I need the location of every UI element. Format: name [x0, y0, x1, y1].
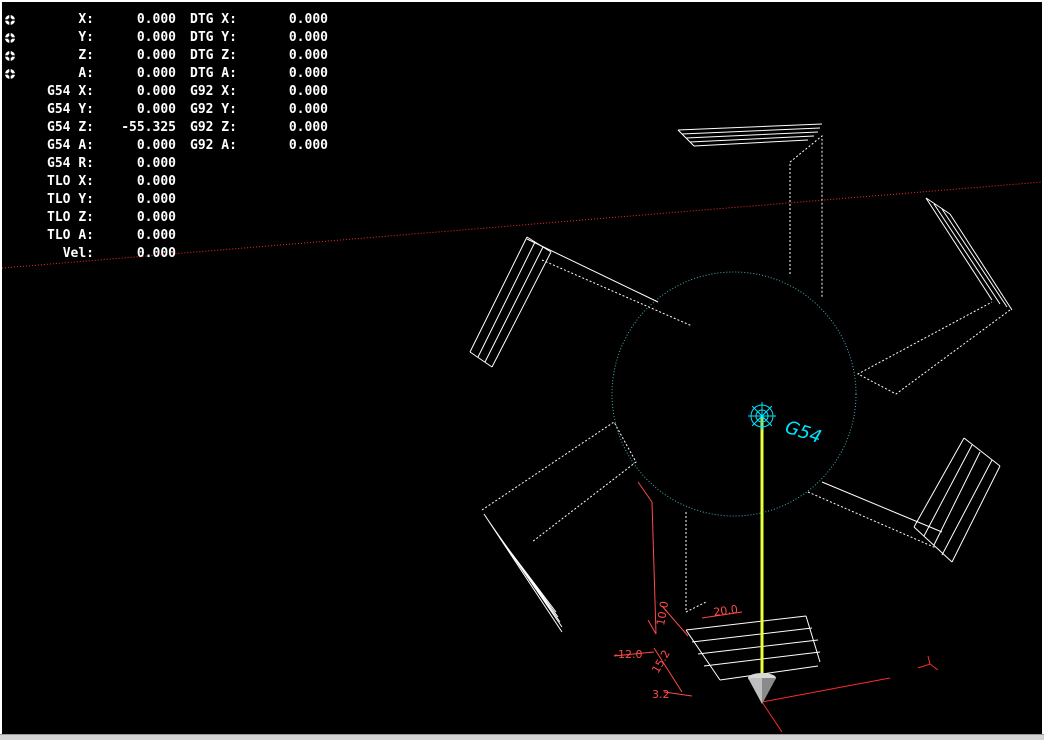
homed-icon [4, 50, 16, 62]
dro-value: 0.000 [136, 228, 176, 243]
dro-label: Z: [78, 48, 94, 63]
dro-label: Vel: [62, 246, 94, 261]
dro-value-secondary: 0.000 [288, 48, 328, 63]
toolpath-lines [469, 123, 1013, 681]
extent-y-label: 10.0 [654, 600, 671, 626]
dro-label: TLO Z: [47, 210, 94, 225]
dro-value: -55.325 [121, 120, 176, 135]
dro-value-secondary: 0.000 [288, 138, 328, 153]
dro-value-secondary: 0.000 [288, 120, 328, 135]
dro-label: TLO X: [47, 174, 94, 189]
dro-label-secondary: G92 Z: [190, 120, 237, 135]
dro-label: G54 R: [47, 156, 94, 171]
dro-value: 0.000 [136, 246, 176, 261]
dro-label: TLO Y: [47, 192, 94, 207]
dro-label-secondary: G92 Y: [190, 102, 237, 117]
dro-label: TLO A: [47, 228, 94, 243]
dro-label-secondary: DTG Y: [190, 30, 237, 45]
extent-small-label: 3.2 [652, 688, 670, 701]
coordinate-system-label: G54 [782, 417, 824, 448]
extents-dimensions [613, 481, 743, 697]
dro-value-secondary: 0.000 [288, 12, 328, 27]
homed-icon [4, 68, 16, 80]
dro-value: 0.000 [136, 192, 176, 207]
dro-value: 0.000 [136, 48, 176, 63]
dro-label-secondary: G92 X: [190, 84, 237, 99]
dro-value: 0.000 [136, 84, 176, 99]
disc-outline [611, 271, 857, 517]
extent-x-label: 20.0 [713, 603, 739, 619]
dro-value: 0.000 [136, 156, 176, 171]
extents-labels: 20.0 10.0 -12.0 15.2 3.2 [614, 600, 739, 701]
origin-marker-icon [748, 402, 776, 430]
dro-label: Y: [78, 30, 94, 45]
dro-value: 0.000 [136, 30, 176, 45]
dro-value: 0.000 [136, 12, 176, 27]
dro-value-secondary: 0.000 [288, 84, 328, 99]
homed-icon [4, 14, 16, 26]
dro-label: A: [78, 66, 94, 81]
dro-value: 0.000 [136, 138, 176, 153]
dro-value: 0.000 [136, 66, 176, 81]
dro-label: G54 A: [47, 138, 94, 153]
dro-label: G54 Z: [47, 120, 94, 135]
dro-label: G54 X: [47, 84, 94, 99]
dro-value-secondary: 0.000 [288, 66, 328, 81]
dro-label-secondary: DTG A: [190, 66, 237, 81]
dro-label-secondary: DTG Z: [190, 48, 237, 63]
dro-label: X: [78, 12, 94, 27]
tool-cone-icon [748, 673, 776, 704]
dro-value: 0.000 [136, 210, 176, 225]
homed-icon [4, 32, 16, 44]
dro-value-secondary: 0.000 [288, 30, 328, 45]
dro-label-secondary: G92 A: [190, 138, 237, 153]
extent-z-min-label: -12.0 [614, 648, 642, 661]
dro-value: 0.000 [136, 174, 176, 189]
axis-triad [761, 655, 939, 733]
dro-value-secondary: 0.000 [288, 102, 328, 117]
dro-value: 0.000 [136, 102, 176, 117]
dro-label: G54 Y: [47, 102, 94, 117]
window-bottom-border [0, 734, 1044, 740]
dro-label-secondary: DTG X: [190, 12, 237, 27]
